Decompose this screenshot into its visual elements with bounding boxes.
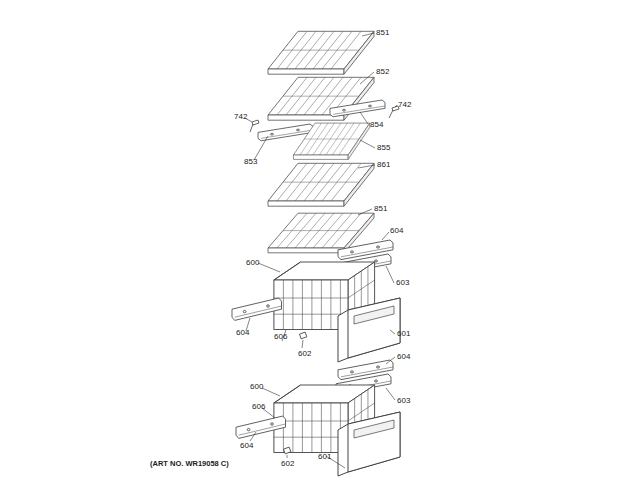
callout-number: 855 [377, 143, 390, 153]
art-number-caption: (ART NO. WR19058 C) [150, 459, 229, 469]
callout-number: 603 [396, 278, 409, 288]
callout-number: 742 [398, 100, 411, 110]
callout-number: 606 [274, 332, 287, 342]
callout-number: 604 [240, 441, 253, 451]
callout-number: 603 [397, 396, 410, 406]
callout-number: 600 [250, 382, 263, 392]
callout-number: 601 [318, 452, 331, 462]
callout-number: 851 [374, 204, 387, 214]
callout-number: 852 [376, 67, 389, 77]
callout-number: 861 [377, 160, 390, 170]
callout-number: 604 [397, 352, 410, 362]
callout-number: 601 [397, 329, 410, 339]
callout-number: 600 [246, 258, 259, 268]
callout-number: 854 [370, 120, 383, 130]
callout-number: 851 [376, 28, 389, 38]
callout-number: 606 [252, 402, 265, 412]
callout-number: 602 [298, 349, 311, 359]
callout-number: 604 [236, 328, 249, 338]
callout-number: 604 [390, 226, 403, 236]
callout-number: 853 [244, 157, 257, 167]
callout-number: 602 [281, 459, 294, 469]
callout-number: 742 [234, 112, 247, 122]
